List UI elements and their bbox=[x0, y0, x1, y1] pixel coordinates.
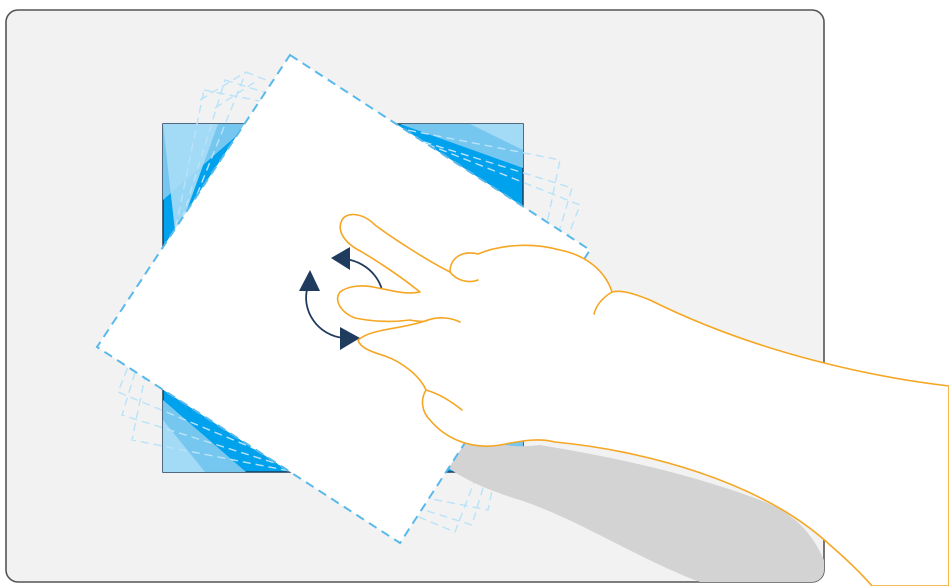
rotate-gesture-illustration bbox=[0, 0, 949, 586]
